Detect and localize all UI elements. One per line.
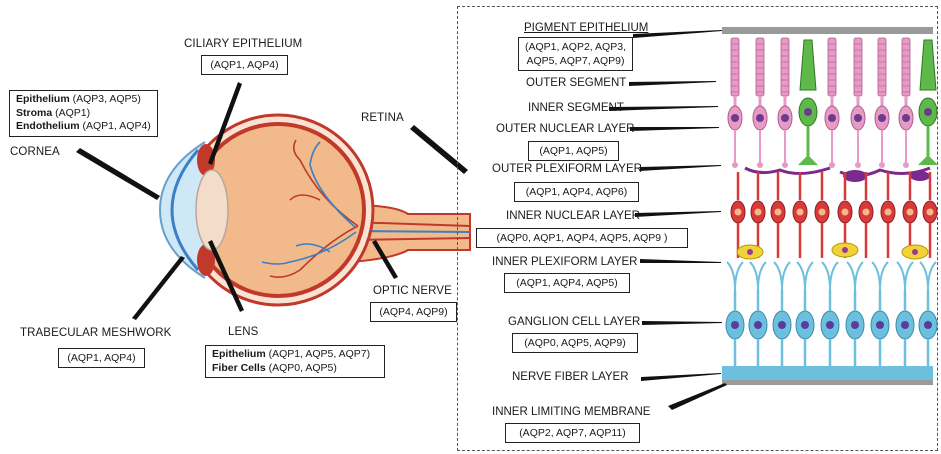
layer-ilm-title: INNER LIMITING MEMBRANE	[492, 406, 650, 418]
pointer-nerve-fiber	[641, 373, 721, 381]
layer-pigment-epithelium-title: PIGMENT EPITHELIUM	[524, 22, 648, 34]
cone-cell	[798, 40, 818, 165]
ganglion-cell	[726, 262, 744, 366]
ganglion-cell	[871, 262, 889, 366]
layer-outer-plexiform-box: (AQP1, AQP4, AQP6)	[514, 182, 639, 202]
pointer-outer-nuclear	[630, 127, 719, 131]
ganglion-cell	[846, 262, 864, 366]
ganglion-cells	[726, 262, 937, 366]
bipolar-cell	[815, 172, 829, 258]
bipolar-cell	[923, 172, 937, 258]
rod-cell	[778, 38, 792, 168]
layer-ganglion-box: (AQP0, AQP5, AQP9)	[512, 333, 638, 353]
inner-limiting-membrane-bar	[722, 380, 933, 385]
layer-inner-segment-title: INNER SEGMENT	[528, 102, 624, 114]
pointer-ganglion	[642, 321, 722, 325]
layer-outer-nuclear-title: OUTER NUCLEAR LAYER	[496, 123, 634, 135]
horizontal-cells	[745, 168, 930, 176]
nerve-fiber-bar	[722, 366, 933, 380]
layer-inner-nuclear-box: (AQP0, AQP1, AQP4, AQP5, AQP9 )	[476, 228, 688, 248]
pigment-epithelium-detail-1: AQP5, AQP7, AQP9)	[525, 54, 626, 68]
bipolar-cell	[731, 172, 745, 258]
rod-cell	[875, 38, 889, 168]
ganglion-cell	[773, 262, 791, 366]
layer-outer-nuclear-box: (AQP1, AQP5)	[528, 141, 619, 161]
rod-cell	[851, 38, 865, 168]
layer-nerve-fiber-title: NERVE FIBER LAYER	[512, 371, 629, 383]
rod-cell	[728, 38, 742, 168]
pigment-epithelium-detail-0: (AQP1, AQP2, AQP3,	[525, 40, 626, 54]
layer-ilm-box: (AQP2, AQP7, AQP11)	[505, 423, 640, 443]
layer-pigment-epithelium-box: (AQP1, AQP2, AQP3, AQP5, AQP7, AQP9)	[518, 37, 633, 71]
layer-inner-plexiform-title: INNER PLEXIFORM LAYER	[492, 256, 638, 268]
amacrine-cells	[737, 243, 928, 259]
pointer-outer-plexiform	[640, 165, 721, 171]
pointer-inner-plexiform	[640, 259, 721, 263]
rod-cell	[753, 38, 767, 168]
bipolar-cell	[859, 172, 873, 258]
layer-outer-plexiform-title: OUTER PLEXIFORM LAYER	[492, 163, 642, 175]
pointer-inner-segment	[609, 106, 718, 111]
ganglion-cell	[749, 262, 767, 366]
rod-cell	[899, 38, 913, 168]
pointer-outer-segment	[629, 81, 716, 86]
ganglion-cell	[919, 262, 937, 366]
bipolar-cell	[771, 172, 785, 258]
ganglion-cell	[896, 262, 914, 366]
pigment-epithelium-bar	[722, 27, 933, 34]
bipolar-cells	[731, 172, 937, 258]
cone-cell	[918, 40, 938, 165]
photoreceptors	[728, 38, 938, 168]
layer-inner-nuclear-title: INNER NUCLEAR LAYER	[506, 210, 640, 222]
pointer-ilm	[668, 383, 727, 410]
bipolar-cell	[881, 172, 895, 258]
layer-ganglion-title: GANGLION CELL LAYER	[508, 316, 640, 328]
bipolar-cell	[793, 172, 807, 258]
layer-inner-plexiform-box: (AQP1, AQP4, AQP5)	[504, 273, 630, 293]
ganglion-cell	[821, 262, 839, 366]
pointer-inner-nuclear	[635, 211, 721, 217]
ganglion-cell	[796, 262, 814, 366]
layer-outer-segment-title: OUTER SEGMENT	[526, 77, 626, 89]
rod-cell	[825, 38, 839, 168]
